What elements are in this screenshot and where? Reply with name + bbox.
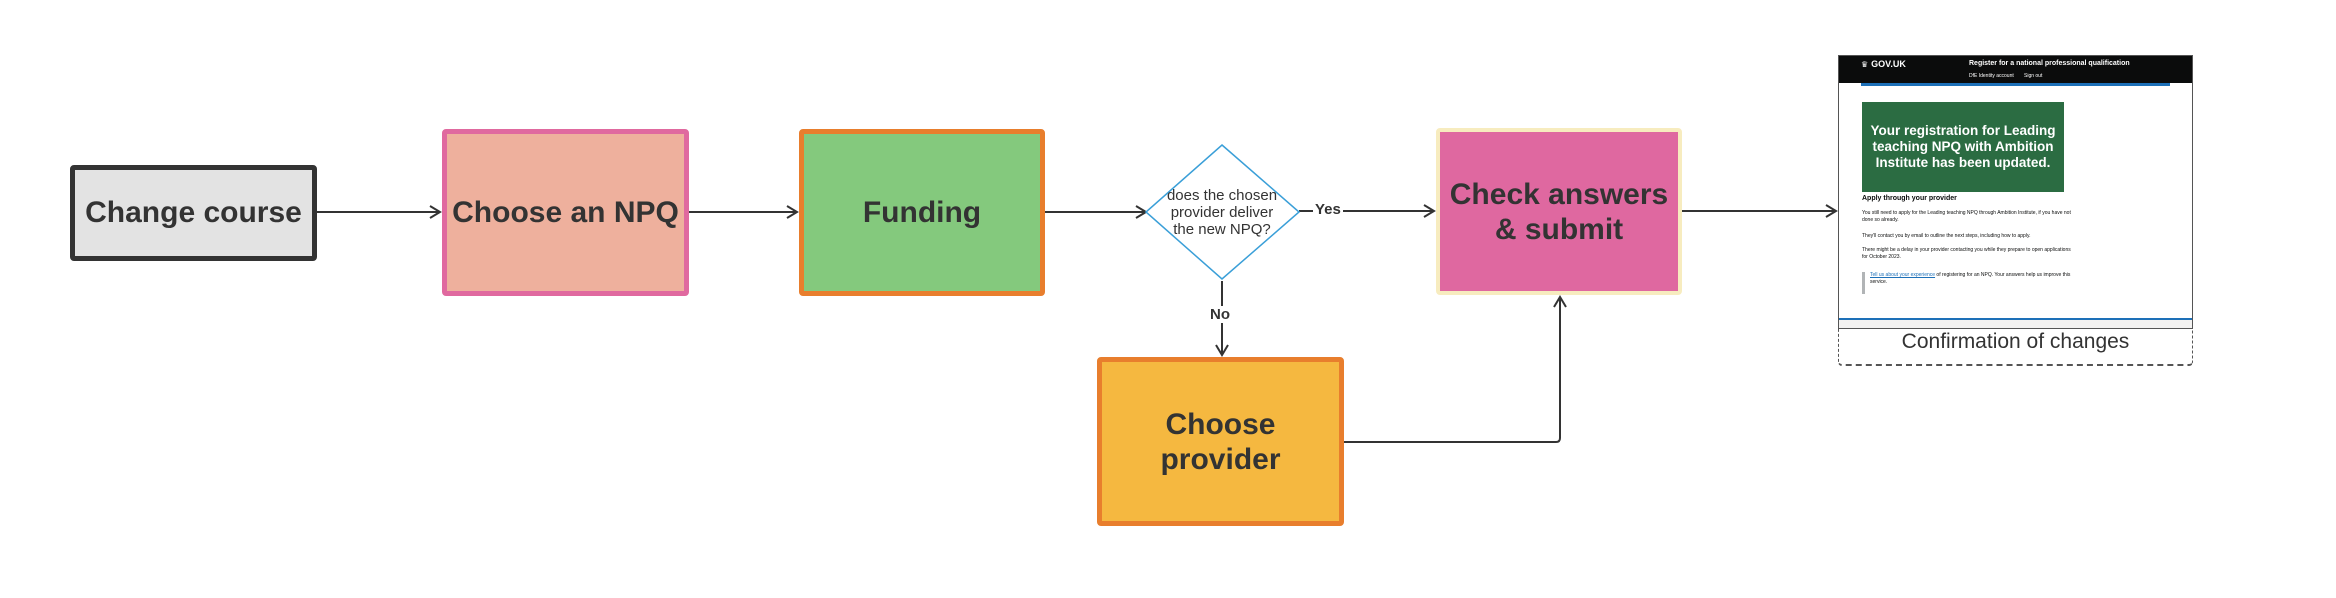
node-choose-provider-label: Choose provider	[1160, 407, 1281, 476]
node-choose-npq-label: Choose an NPQ	[452, 195, 679, 229]
govuk-footer	[1839, 318, 2192, 328]
node-choose-provider: Choose provider	[1097, 357, 1344, 526]
node-check-answers: Check answers & submit	[1436, 128, 1682, 295]
service-name: Register for a national professional qua…	[1969, 60, 2130, 67]
confirmation-screenshot: ♛GOV.UK Register for a national professi…	[1838, 55, 2193, 329]
node-funding: Funding	[799, 129, 1045, 296]
feedback-link: Tell us about your experience	[1870, 272, 1936, 278]
node-funding-label: Funding	[862, 195, 982, 229]
govuk-logo-text: GOV.UK	[1871, 59, 1906, 69]
confirmation-caption: Confirmation of changes	[1838, 326, 2193, 366]
decision-label: does the chosen provider deliver the new…	[1166, 186, 1278, 238]
node-change-course: Change course	[70, 165, 317, 261]
decision-diamond	[1144, 144, 1301, 280]
crown-icon: ♛	[1861, 60, 1869, 69]
edge-label-yes: Yes	[1313, 201, 1343, 218]
screenshot-heading: Apply through your provider	[1862, 195, 1957, 202]
node-check-answers-label: Check answers & submit	[1449, 177, 1669, 246]
edge-provider-to-check	[1344, 295, 1567, 443]
feedback-inset: Tell us about your experience of registe…	[1862, 272, 2078, 294]
node-change-course-label: Change course	[85, 196, 302, 229]
screenshot-paragraph: There might be a delay in your provider …	[1862, 247, 2071, 260]
confirmation-panel-title: Your registration for Leading teaching N…	[1870, 123, 2056, 170]
screenshot-paragraph: You still need to apply for the Leading …	[1862, 210, 2071, 223]
screenshot-paragraph: They'll contact you by email to outline …	[1862, 233, 2031, 239]
edge-label-no: No	[1208, 306, 1232, 323]
feedback-text: of registering for an NPQ. Your answers …	[1870, 272, 2071, 285]
nav-identity-account: DfE Identity account	[1969, 73, 2014, 79]
govuk-logo: ♛GOV.UK	[1861, 59, 1906, 69]
header-blue-bar	[1861, 83, 2170, 86]
govuk-header: ♛GOV.UK Register for a national professi…	[1839, 56, 2192, 83]
node-choose-npq: Choose an NPQ	[442, 129, 689, 296]
confirmation-panel: Your registration for Leading teaching N…	[1862, 102, 2064, 192]
nav-sign-out: Sign out	[2024, 73, 2043, 79]
